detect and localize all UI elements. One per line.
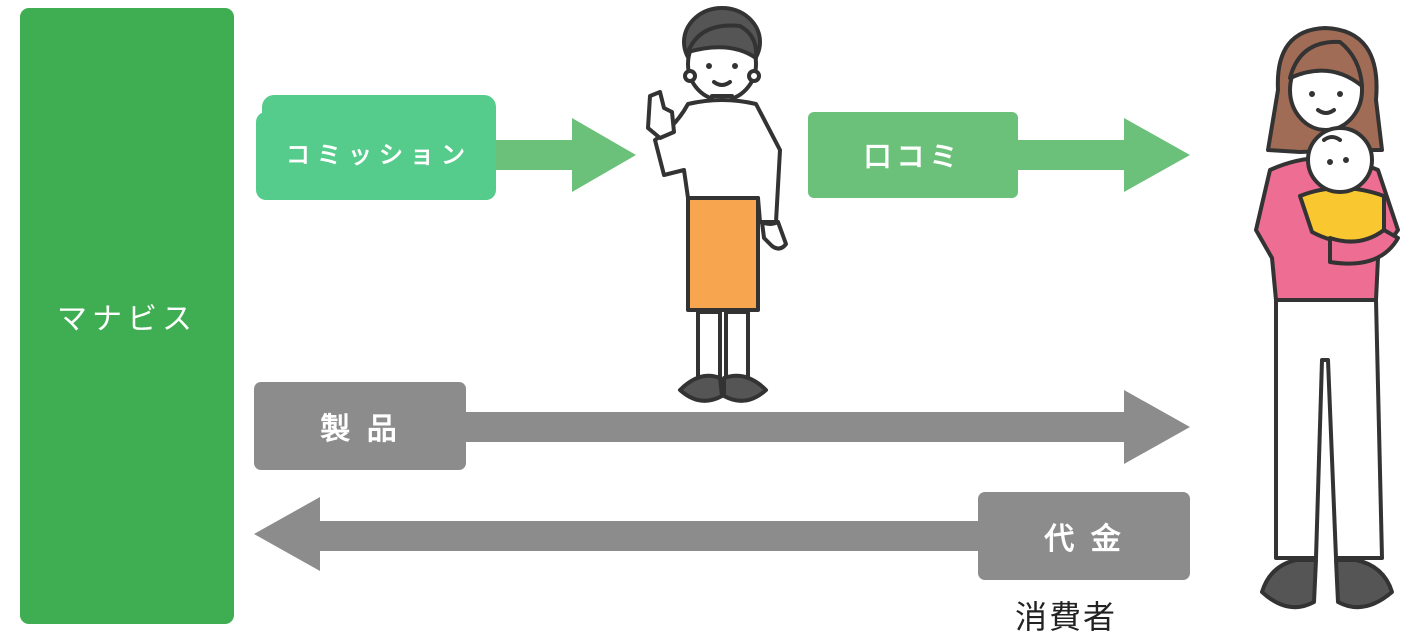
mother-holding-baby-icon bbox=[1254, 26, 1400, 610]
product-arrow bbox=[460, 390, 1190, 464]
product-label: 製 品 bbox=[320, 412, 400, 447]
product-box bbox=[254, 382, 466, 470]
consumer-label: 消費者 bbox=[1015, 598, 1118, 636]
commission-arrow bbox=[490, 118, 636, 192]
company-box: マナビス bbox=[20, 8, 234, 624]
payment-label: 代 金 bbox=[1044, 522, 1124, 557]
company-label: マナビス bbox=[57, 302, 197, 337]
word-of-mouth-box bbox=[808, 112, 1018, 198]
payment-arrow bbox=[254, 497, 987, 571]
word-of-mouth-label: 口コミ bbox=[863, 140, 963, 173]
commission-box bbox=[262, 95, 496, 200]
word-of-mouth-arrow bbox=[1010, 118, 1190, 192]
payment-box bbox=[978, 492, 1190, 580]
commission-label: コミッション bbox=[286, 140, 472, 169]
woman-pointing-icon bbox=[646, 6, 788, 403]
